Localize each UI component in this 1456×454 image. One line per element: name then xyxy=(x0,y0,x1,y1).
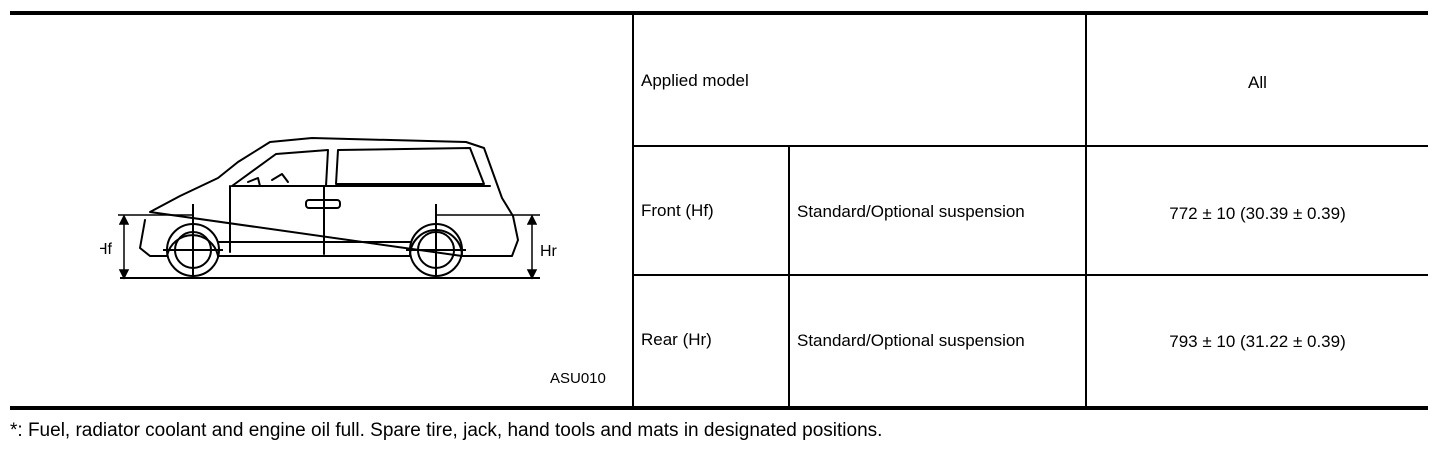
rear-height-label: Hr xyxy=(540,243,558,260)
vehicle-height-illustration: Hf Hr xyxy=(100,137,558,280)
divider-suspension-column xyxy=(788,146,790,406)
applied-model-label: Applied model xyxy=(641,71,749,90)
rear-position-label: Rear (Hr) xyxy=(641,330,712,349)
table-top-rule xyxy=(10,11,1428,15)
row-divider-1 xyxy=(632,145,1428,147)
row-divider-2 xyxy=(632,274,1428,276)
divider-value-column xyxy=(1085,15,1087,406)
rear-height-value: 793 ± 10 (31.22 ± 0.39) xyxy=(1169,332,1346,351)
front-position-label: Front (Hf) xyxy=(641,201,714,220)
front-suspension-label: Standard/Optional suspension xyxy=(797,202,1025,221)
front-height-value: 772 ± 10 (30.39 ± 0.39) xyxy=(1169,204,1346,223)
divider-figure-column xyxy=(632,15,634,406)
rear-suspension-label: Standard/Optional suspension xyxy=(797,331,1025,350)
figure-code: ASU010 xyxy=(550,370,606,387)
table-bottom-rule xyxy=(10,406,1428,410)
footnote: *: Fuel, radiator coolant and engine oil… xyxy=(10,420,883,441)
front-height-label: Hf xyxy=(100,241,113,258)
applied-model-value: All xyxy=(1248,73,1267,92)
